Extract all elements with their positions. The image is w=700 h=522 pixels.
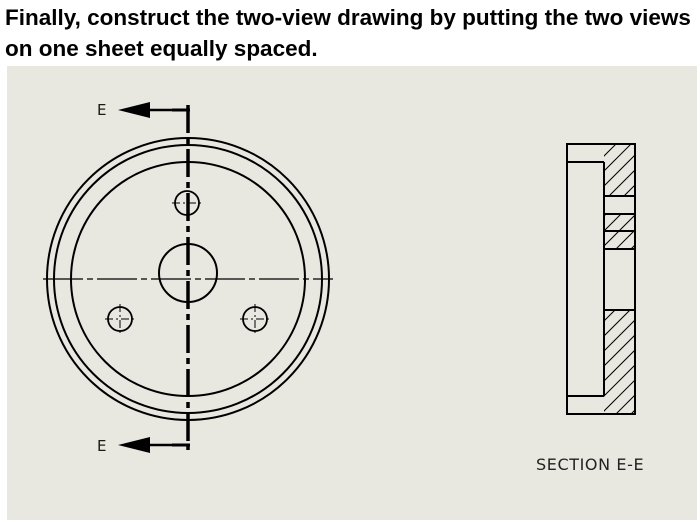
instruction-text: Finally, construct the two-view drawing …	[5, 5, 691, 61]
top-arrow-head	[118, 102, 150, 118]
section-view	[566, 143, 636, 415]
section-outer-outline	[566, 143, 636, 415]
section-outlines	[566, 143, 636, 415]
section-label-bottom: E	[97, 437, 106, 455]
section-label-top: E	[97, 101, 106, 119]
bolt-hole-opening	[604, 196, 635, 214]
section-arrows	[118, 102, 175, 453]
bore-opening	[604, 249, 635, 310]
front-view	[43, 105, 333, 450]
bottom-arrow-head	[118, 437, 150, 453]
bolt-hole-center-marks	[105, 202, 270, 334]
section-caption: SECTION E-E	[536, 455, 644, 474]
